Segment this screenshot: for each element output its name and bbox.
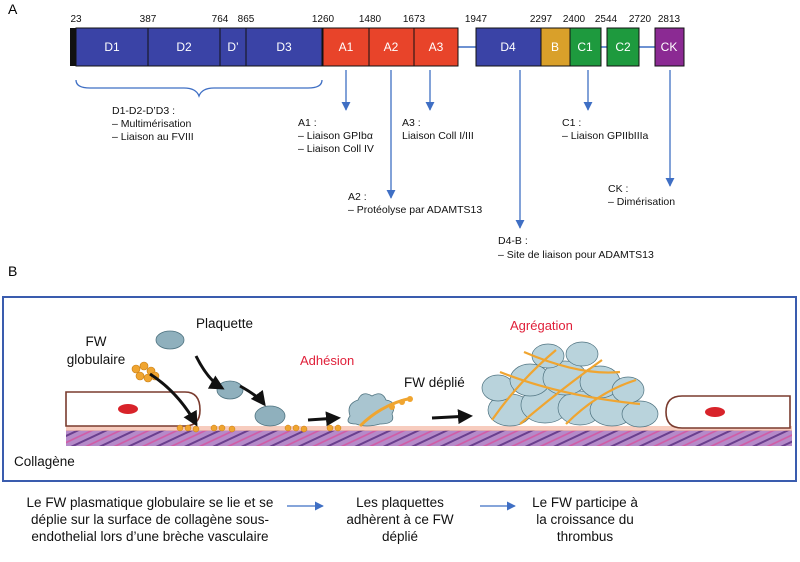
domain-d3: [245, 27, 323, 67]
annotation-d-line: – Liaison au FVIII: [112, 131, 194, 143]
collagen-layer: [66, 430, 792, 446]
globular-fw-cluster: [131, 361, 160, 383]
domain-label: A3: [429, 40, 444, 54]
illustration-frame: [2, 296, 797, 482]
annotation-c1-title: C1 :: [562, 117, 581, 129]
domain-label: D1: [104, 40, 120, 54]
label-plaquette: Plaquette: [196, 316, 253, 331]
domain-label: B: [551, 40, 559, 54]
position-label: 2720: [629, 14, 652, 25]
d-domains-brace: [75, 79, 323, 98]
domain-label: A2: [384, 40, 399, 54]
label-agregation: Agrégation: [510, 318, 573, 333]
label-fw-globulaire: globulaire: [67, 352, 126, 367]
caption-step-2: Les plaquettes adhèrent à ce FW déplié: [346, 495, 454, 544]
annotation-ck-line: – Dimérisation: [608, 196, 675, 208]
endothelial-cell-right: [665, 395, 791, 429]
label-fw-deplie: FW déplié: [404, 375, 465, 390]
position-label: 764: [212, 14, 229, 25]
annotation-d-line: – Multimérisation: [112, 118, 192, 130]
platelet: [155, 330, 185, 350]
caption-step-3: Le FW participe à la croissance du throm…: [532, 495, 638, 544]
annotation-arrows: [341, 70, 675, 229]
aggregate-fw-strands: [491, 349, 641, 425]
domain-c1: [569, 27, 602, 67]
domain-label: A1: [339, 40, 354, 54]
arrow-fw-binding: [149, 372, 198, 427]
domain-b: [540, 27, 571, 67]
position-label: 1480: [359, 14, 382, 25]
position-label: 23: [70, 14, 82, 25]
annotation-a2-line: – Protéolyse par ADAMTS13: [348, 204, 482, 216]
domain-label: C2: [615, 40, 631, 54]
domain-a1: [322, 27, 370, 67]
platelets: [155, 330, 286, 427]
annotation-a1-line: – Liaison GPIbα: [298, 130, 373, 142]
domain-label: D4: [500, 40, 516, 54]
position-label: 2813: [658, 14, 681, 25]
annotation-d-title: D1-D2-D’D3 :: [112, 105, 175, 117]
domain-a3: [413, 27, 459, 67]
position-label: 1260: [312, 14, 335, 25]
arrow-platelet-descent: [194, 355, 225, 390]
position-labels: 23 387 764 865 1260 1480 1673 1947 2297 …: [70, 14, 680, 25]
arrow-to-aggregation: [431, 409, 473, 425]
annotation-a3-title: A3 :: [402, 117, 421, 129]
domain-label: D’: [227, 40, 238, 54]
domain-c2: [606, 27, 640, 67]
position-label: 2297: [530, 14, 553, 25]
arrow-platelet-adhesion: [239, 384, 266, 407]
position-label: 2544: [595, 14, 618, 25]
annotation-ck-title: CK :: [608, 183, 628, 195]
illustration-labels: FW globulaire Plaquette Adhésion FW dépl…: [14, 316, 573, 469]
position-label: 865: [238, 14, 255, 25]
endothelial-cell-left: [65, 391, 201, 427]
domain-ck: [654, 27, 685, 67]
domain-d4: [475, 27, 542, 67]
annotation-c1-line: – Liaison GPIIbIIIa: [562, 130, 649, 142]
domain-a2: [368, 27, 415, 67]
label-adhesion: Adhésion: [300, 353, 354, 368]
adhering-platelet: [347, 393, 413, 428]
domain-label: C1: [577, 40, 593, 54]
subendothelium: [66, 426, 792, 431]
annotation-a3-line: Liaison Coll I/III: [402, 130, 474, 142]
annotation-d4b-line: – Site de liaison pour ADAMTS13: [498, 249, 654, 261]
position-label: 387: [140, 14, 157, 25]
position-label: 1673: [403, 14, 426, 25]
panel-b-label: B: [8, 263, 17, 279]
domain-label: D2: [176, 40, 192, 54]
label-fw-globulaire: FW: [86, 334, 107, 349]
annotation-a1-line: – Liaison Coll IV: [298, 143, 374, 155]
arrow-to-adhesion: [307, 411, 341, 427]
platelet-aggregate: [481, 341, 659, 428]
label-collagene: Collagène: [14, 454, 75, 469]
panel-a-label: A: [8, 1, 18, 17]
annotation-a2-title: A2 :: [348, 191, 367, 203]
annotation-d4b-title: D4-B :: [498, 235, 528, 247]
position-label: 1947: [465, 14, 488, 25]
platelet: [254, 405, 286, 427]
platelet: [216, 380, 244, 400]
domain-d1: [75, 27, 149, 67]
process-arrows: [149, 355, 473, 427]
caption-step-1: Le FW plasmatique globulaire se lie et s…: [26, 495, 274, 544]
domain-label: CK: [661, 40, 678, 54]
domain-label: D3: [276, 40, 292, 54]
bound-fw-beads: [176, 424, 342, 433]
domain-annotations: D1-D2-D’D3 : – Multimérisation – Liaison…: [112, 105, 675, 261]
domain-labels: D1 D2 D’ D3 A1 A2 A3 D4 B C1 C2 CK: [104, 40, 677, 54]
annotation-a1-title: A1 :: [298, 117, 317, 129]
domain-bar: [70, 27, 685, 67]
position-label: 2400: [563, 14, 586, 25]
domain-d2: [147, 27, 221, 67]
